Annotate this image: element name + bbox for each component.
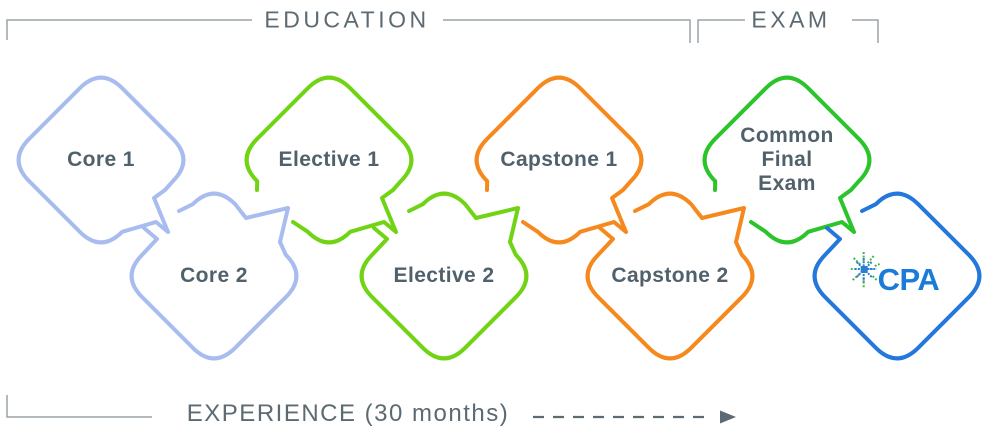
experience-label: EXPERIENCE (30 months) [186,400,510,427]
shape-outline-elective-1 [244,75,414,245]
experience-arrowhead-icon [720,410,736,424]
exam-bracket-line [697,19,879,43]
shape-outline-elective-2 [359,191,529,361]
shape-outline-capstone-1 [474,75,644,245]
education-bracket-line [6,19,691,43]
experience-bracket-line [6,395,152,418]
shape-label-elective-1: Elective 1 [278,148,380,171]
shape-label-common-final-exam: Common Final Exam [740,124,834,195]
exam-section-label: EXAM [751,6,831,33]
shape-outline-common-final-exam [702,75,872,245]
shape-outline-capstone-2 [585,191,755,361]
cpa-logo: CPA [850,252,940,297]
pathway-shapes [16,75,982,361]
shape-outline-core-1 [16,75,186,245]
shape-label-core-2: Core 2 [180,264,248,287]
shape-label-capstone-1: Capstone 1 [500,148,618,171]
shape-label-core-1: Core 1 [67,148,135,171]
shape-outline-core-2 [129,191,299,361]
education-section-label: EDUCATION [264,6,430,33]
cpa-starburst-icon [850,252,881,288]
shape-outline-cpa [812,191,982,361]
shape-label-elective-2: Elective 2 [393,264,495,287]
cpa-logo-text: CPA [877,262,940,297]
shape-label-capstone-2: Capstone 2 [611,264,729,287]
